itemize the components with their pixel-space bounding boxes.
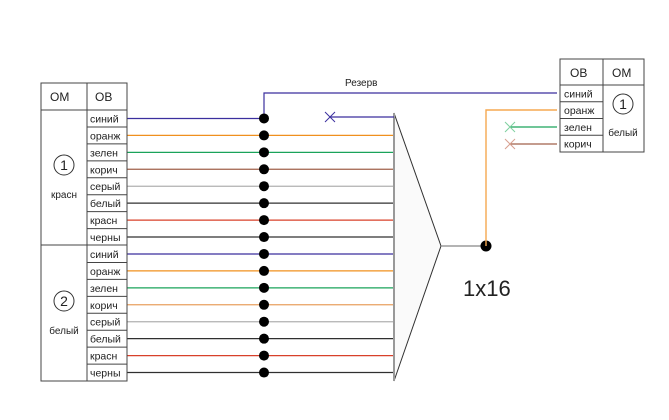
fiber-label: черны: [90, 232, 121, 244]
splice-junction: [259, 265, 269, 276]
fiber-label: зелен: [90, 147, 118, 159]
module-color: белый: [49, 325, 78, 337]
cross-icon: [504, 138, 516, 150]
module-1: 1 красн: [51, 154, 77, 201]
module-number-circle: [53, 290, 75, 312]
reserve-wire: [263, 92, 557, 117]
right-module-color: белый: [608, 127, 637, 139]
fiber-label: зелен: [90, 283, 118, 295]
right-cable-table: ОВ ОМ синий оранж зелен корич 1 белый: [559, 58, 645, 153]
splice-junction: [259, 181, 269, 192]
splitter-1x16: 1x16: [393, 112, 511, 382]
right-module-number: 1: [619, 96, 627, 112]
cut-fiber-green: [504, 121, 557, 133]
fiber-label: черны: [90, 368, 121, 380]
splice-junction: [259, 282, 269, 293]
fiber-label: серый: [90, 181, 120, 193]
fiber-label: корич: [90, 300, 118, 312]
fiber-label: белый: [90, 198, 121, 210]
orange-output-wire: [485, 109, 557, 246]
fiber-label: красн: [90, 215, 118, 227]
splitter-label: 1x16: [463, 276, 511, 301]
module-number-circle: [612, 93, 634, 115]
reserve-route: Резерв: [263, 78, 557, 117]
left-header-ov: ОВ: [95, 90, 112, 104]
fiber-label: оранж: [564, 105, 594, 117]
splice-junction: [259, 316, 269, 327]
module-2: 2 белый: [49, 290, 79, 337]
module-color: красн: [51, 190, 77, 201]
splice-junction: [259, 147, 269, 158]
splice-junction: [259, 198, 269, 209]
splitter-body: [393, 112, 442, 382]
left-header-om: ОМ: [50, 90, 69, 104]
splice-junction: [259, 164, 269, 175]
fiber-label: оранж: [90, 266, 120, 278]
module-number-circle: [53, 154, 75, 176]
fiber-label: синий: [90, 113, 119, 125]
splice-junction: [259, 113, 269, 124]
splice-junction: [259, 248, 269, 259]
module-number: 2: [60, 293, 68, 309]
splice-junction: [259, 130, 269, 141]
fiber-label: зелен: [564, 122, 592, 134]
splice-junction: [259, 333, 269, 344]
right-header-om: ОМ: [612, 66, 631, 80]
fiber-label: красн: [90, 351, 118, 363]
fiber-label: оранж: [90, 130, 120, 142]
fiber-label: синий: [90, 249, 119, 261]
cross-icon: [324, 111, 336, 123]
right-header-ov: ОВ: [570, 66, 587, 80]
fiber-label: синий: [564, 88, 593, 100]
wires-layer: [127, 117, 394, 374]
module-number: 1: [60, 157, 68, 173]
left-cable-table: ОМ ОВ синий оранж зелен корич серый белый крас…: [40, 82, 128, 382]
splice-junction: [259, 350, 269, 361]
reserve-label: Резерв: [345, 78, 377, 89]
cut-fiber-brown: [504, 138, 557, 150]
splice-junction: [259, 299, 269, 310]
fiber-label: корич: [564, 139, 592, 151]
left-fiber-rows: синий оранж зелен корич серый белый красн черны…: [87, 113, 127, 380]
splice-junction: [259, 215, 269, 226]
fiber-label: корич: [90, 164, 118, 176]
splice-junction: [259, 232, 269, 243]
fiber-label: серый: [90, 317, 120, 329]
fiber-label: белый: [90, 334, 121, 346]
right-fiber-rows: синий оранж зелен корич: [560, 88, 603, 151]
cut-fiber-blue: [324, 111, 394, 123]
junction-dots: [259, 113, 269, 378]
cross-icon: [504, 121, 516, 133]
splice-junction: [259, 367, 269, 378]
